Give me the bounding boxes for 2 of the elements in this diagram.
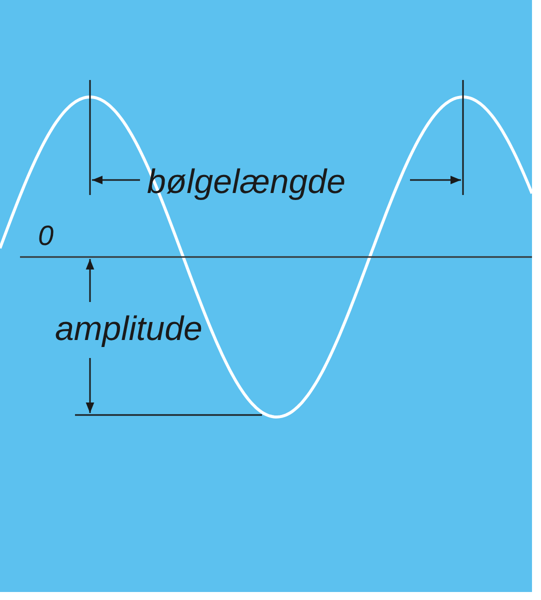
dimension-label: amplitude [55, 312, 202, 346]
axis-label: 0 [38, 222, 54, 250]
